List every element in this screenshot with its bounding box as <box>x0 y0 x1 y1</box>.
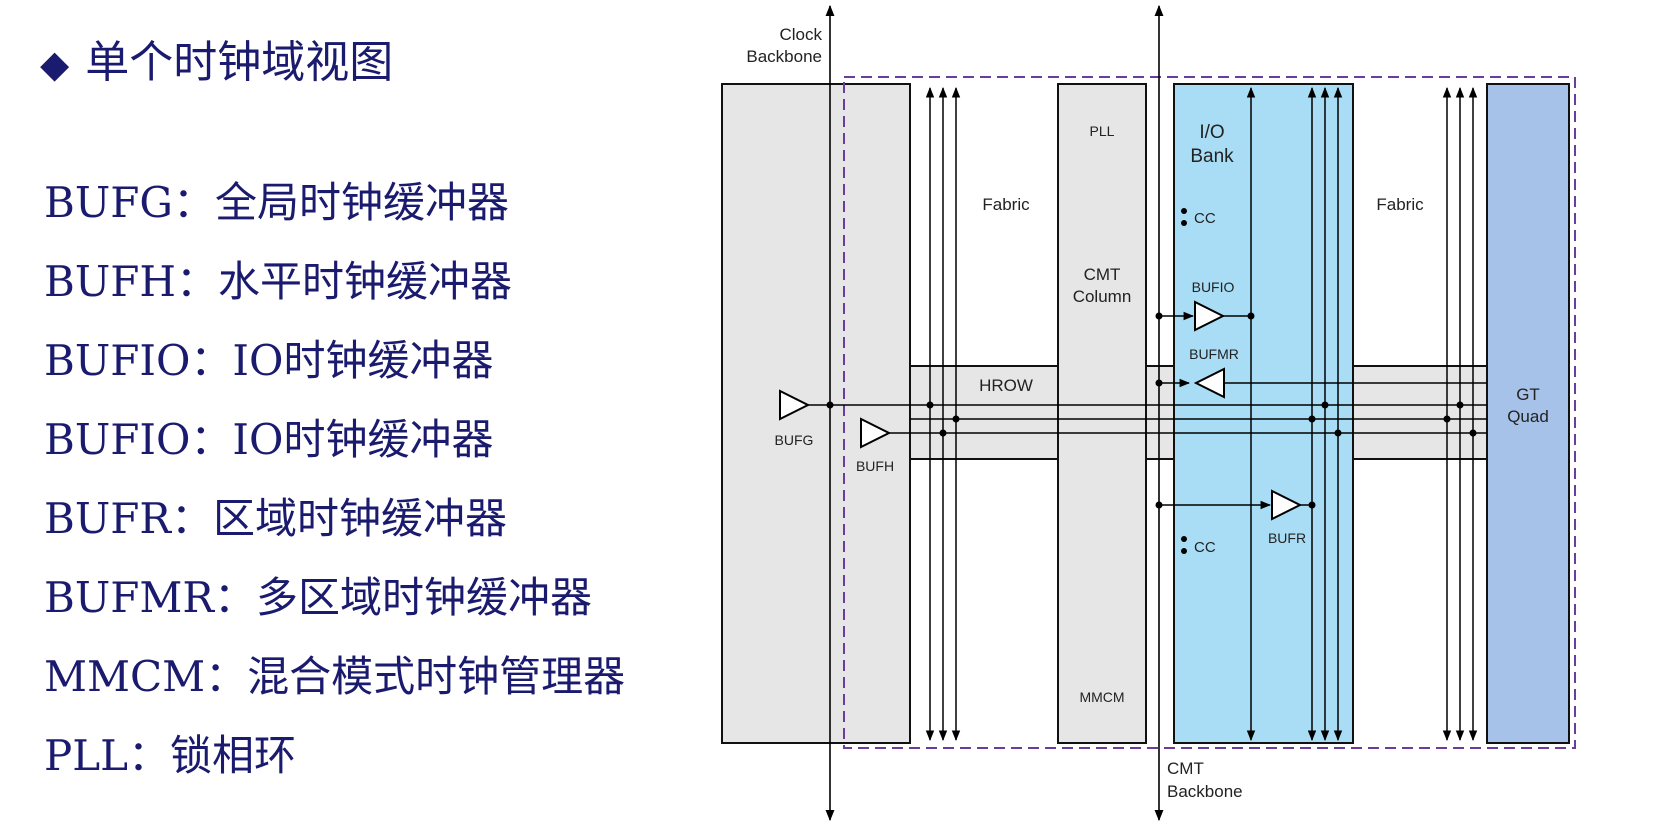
bufmr-label: BUFMR <box>1189 346 1239 362</box>
bufmr-buffer-icon <box>1193 367 1225 399</box>
gt-quad-column <box>1486 83 1570 744</box>
slide-title: ◆ 单个时钟域视图 <box>40 26 393 90</box>
bufr-buffer-icon <box>1271 489 1303 521</box>
horizontal-clock-lines <box>830 311 1487 510</box>
cc-bottom-label: CC <box>1194 539 1216 556</box>
bufio-label: BUFIO <box>1192 279 1235 295</box>
definition-item: BUFR：区域时钟缓冲器 <box>44 494 508 543</box>
junction-dots <box>826 208 1477 554</box>
cmt-column-label: CMT <box>1084 265 1121 284</box>
clock-backbone-label: Backbone <box>746 47 822 66</box>
clock-region-boundary <box>843 76 1576 749</box>
fabric-left-label: Fabric <box>982 195 1030 214</box>
definition-item: BUFH：水平时钟缓冲器 <box>44 257 513 306</box>
bufh-buffer-icon <box>860 417 892 449</box>
cmt-column <box>1057 83 1147 744</box>
definition-item: BUFG：全局时钟缓冲器 <box>44 178 509 227</box>
hrow-label: HROW <box>979 376 1033 395</box>
cmt-column-label: Column <box>1073 287 1132 306</box>
cc-top-label: CC <box>1194 210 1216 227</box>
io-bank-column <box>1173 83 1354 744</box>
clock-backbone-label: Clock <box>779 25 822 44</box>
definition-list: BUFG：全局时钟缓冲器 BUFH：水平时钟缓冲器 BUFIO：IO时钟缓冲器 … <box>44 163 625 795</box>
gt-quad-label: GT <box>1516 385 1540 404</box>
clock-backbone-column <box>721 83 911 744</box>
bufh-label: BUFH <box>856 458 894 474</box>
bufg-label: BUFG <box>775 432 814 448</box>
definition-item: PLL：锁相环 <box>44 731 297 780</box>
bufr-label: BUFR <box>1268 530 1306 546</box>
diamond-bullet-icon: ◆ <box>40 42 70 86</box>
definition-item: MMCM：混合模式时钟管理器 <box>44 652 626 701</box>
title-text: 单个时钟域视图 <box>85 37 394 88</box>
cmt-backbone-label: CMT <box>1167 759 1204 778</box>
bufio-buffer-icon <box>1194 300 1226 332</box>
mmcm-label: MMCM <box>1079 689 1124 705</box>
gt-quad-label: Quad <box>1507 407 1549 426</box>
pll-label: PLL <box>1090 123 1115 139</box>
io-bank-label: Bank <box>1190 146 1234 167</box>
io-bank-label: I/O <box>1199 122 1224 143</box>
definition-item: BUFIO：IO时钟缓冲器 <box>44 336 494 385</box>
fabric-right-label: Fabric <box>1376 195 1424 214</box>
bufg-buffer-icon <box>779 389 811 421</box>
cmt-backbone-label: Backbone <box>1167 782 1243 801</box>
definition-item: BUFMR：多区域时钟缓冲器 <box>44 573 593 622</box>
vertical-clock-lines <box>925 86 1478 742</box>
definition-item: BUFIO：IO时钟缓冲器 <box>44 415 494 464</box>
hrow-band-right <box>1352 365 1488 460</box>
